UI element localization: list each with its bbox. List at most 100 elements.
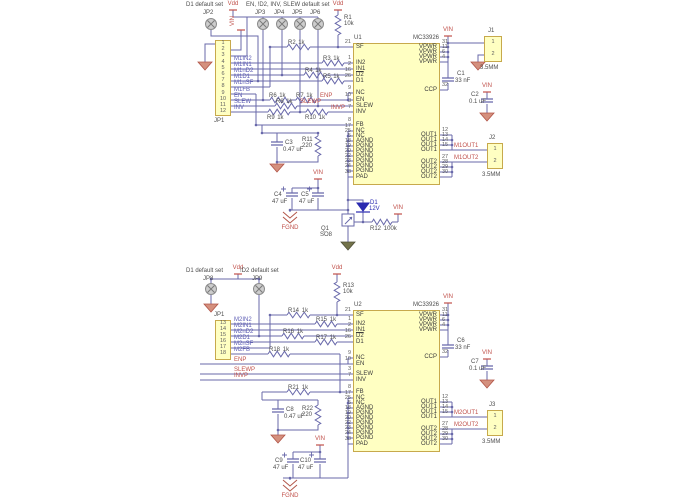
capacitor-C6: [442, 344, 454, 349]
ic-pin-number: 32: [442, 82, 449, 88]
resistor-R1: [334, 14, 342, 36]
junction-dot: [276, 428, 280, 432]
ic-pin-number: 4: [442, 54, 446, 60]
ic-pin-name: OUT1: [420, 142, 437, 148]
ic-pin-number: 27: [442, 154, 449, 160]
ic-pin-name: SLEW: [356, 371, 374, 377]
net-label-SLEWP: SLEWP: [300, 99, 322, 105]
junction-dot: [346, 431, 350, 435]
junction-dot: [288, 208, 292, 212]
resistor-ref: R13: [343, 283, 355, 289]
ic-pin-name: OUT1: [420, 409, 437, 415]
junction-dot: [346, 144, 350, 148]
net-label-SLEWP: SLEWP: [234, 367, 256, 373]
solder-jumper-x-icon: [255, 285, 263, 293]
vin-supply-label: VIN: [314, 436, 325, 442]
junction-dot: [450, 410, 454, 414]
ic-pin-name: PGND: [356, 435, 374, 441]
ic-pin-number: 3: [347, 366, 351, 372]
capacitor-ref: C5: [301, 192, 309, 198]
connector-pin-number: 17: [219, 344, 227, 350]
net-label-INVP: INVP: [234, 373, 249, 379]
resistor-R10: [305, 108, 329, 116]
capacitor-ref: C2: [471, 92, 479, 98]
ic-pin-number: 8: [347, 117, 351, 123]
connector-pin-number: 2: [491, 51, 495, 57]
annotation-jp6: JP6: [310, 10, 321, 16]
resistor-ref: R3: [323, 56, 331, 62]
ic-pin-number: 30: [442, 436, 449, 442]
junction-dot: [316, 186, 320, 190]
resistor-R15: [314, 320, 338, 328]
resistor-value: 1k: [279, 93, 286, 99]
junction-dot: [346, 426, 350, 430]
capacitor-value: 0.47 uF: [284, 414, 305, 420]
capacitor-C8: [272, 408, 284, 413]
ic-pin-number: 8: [347, 384, 351, 390]
ic-pin-number: 17: [344, 123, 351, 129]
solder-jumper-x-icon: [278, 20, 286, 28]
ic-pin-number: 16: [344, 328, 351, 334]
connector-subtitle: 3.5MM: [482, 172, 501, 178]
ic-pin-name: OUT2: [420, 441, 437, 447]
capacitor-value: 0.1 uF: [469, 99, 487, 105]
resistor-value: 220: [302, 143, 313, 149]
ic-pin-number: 26: [344, 73, 351, 79]
connector-pin-number: 1: [493, 413, 497, 419]
resistor-value: 100k: [383, 226, 397, 232]
ic-pin-name: PGND: [356, 153, 374, 159]
resistor-R18: [267, 350, 291, 358]
ic-pin-name: PAD: [356, 441, 368, 447]
ic-part-label: MC33926: [412, 302, 439, 308]
junction-dot: [346, 154, 350, 158]
junction-dot: [446, 323, 450, 327]
ic-pin-name: VPWR: [419, 312, 437, 318]
ic-pin-number: 6: [442, 49, 446, 55]
net-label-M2OUT2: M2OUT2: [454, 422, 479, 428]
junction-dot: [346, 164, 350, 168]
junction-dot: [336, 45, 340, 49]
capacitor-ref: C3: [285, 140, 293, 146]
capacitor-C4: [286, 192, 298, 197]
net-label-M1OUT2: M1OUT2: [454, 155, 479, 161]
ic-pin-number: 9: [347, 85, 351, 91]
capacitor-polarity-mark: [309, 452, 314, 458]
annotation-jp2: JP2: [203, 10, 214, 16]
solder-jumper-x-icon: [207, 285, 215, 293]
ic-pin-name: OUT1: [420, 404, 437, 410]
resistor-R2: [286, 43, 311, 51]
net-label-M2nD2: M2nD2: [234, 329, 254, 335]
junction-dot: [446, 50, 450, 54]
connector-pin-number: 3: [221, 52, 225, 58]
capacitor-C2: [481, 98, 493, 103]
ic-pin-number: 28: [442, 159, 449, 165]
vdd-supply-label: Vdd: [332, 1, 344, 7]
transistor-ref: Q1: [321, 226, 330, 232]
junction-dot: [450, 170, 454, 174]
ic-pin-name: D1: [356, 78, 364, 84]
resistor-value: 1k: [277, 115, 284, 121]
vin-supply-label: VIN: [481, 350, 492, 356]
net-label-M2nSF: M2nSF: [234, 341, 254, 347]
resistor-ref: R4: [305, 68, 313, 74]
net-label-M1nD2: M1nD2: [234, 68, 254, 74]
ic-pin-number: 22: [344, 420, 351, 426]
net-label-M2IN2: M2IN2: [234, 317, 252, 323]
net-label-SLEW: SLEW: [234, 99, 252, 105]
resistor-R16: [281, 332, 305, 340]
resistor-ref: R7: [296, 93, 304, 99]
ic-pin-name: D2: [356, 333, 364, 339]
resistor-value: 1k: [318, 115, 326, 121]
capacitor-C1: [442, 77, 454, 82]
net-label-ENP: ENP: [320, 93, 333, 99]
ic-pin-number: 1: [347, 316, 351, 322]
junction-dot: [446, 41, 450, 45]
junction-dot: [446, 318, 450, 322]
net-label-ENP: ENP: [234, 357, 247, 363]
fgnd-symbol: [282, 479, 298, 492]
resistor-R7: [295, 96, 317, 104]
ic-pin-name: IN1: [356, 66, 366, 72]
annotation-jp4: JP4: [274, 10, 285, 16]
capacitor-C10: [314, 458, 326, 463]
solder-jumper-x-icon: [314, 20, 322, 28]
